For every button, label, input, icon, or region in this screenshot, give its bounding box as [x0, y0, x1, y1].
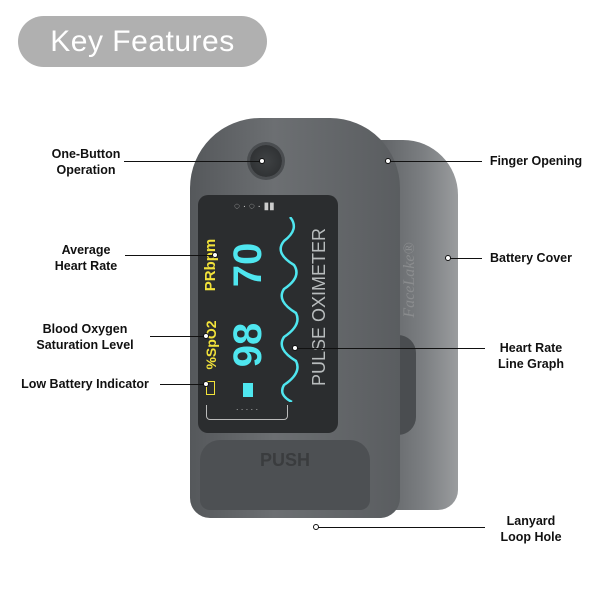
heart-rate-waveform: [279, 217, 299, 402]
leader-line: [125, 255, 215, 256]
low-battery-icon: [206, 381, 215, 395]
leader-dot: [203, 381, 209, 387]
leader-dot: [259, 158, 265, 164]
oled-screen: ◌ · ◌ · ▮▮ PRbpm %SpO2 70 98 PULSE OXIME…: [198, 195, 338, 433]
pulse-bar: [243, 383, 253, 397]
leader-dot: [203, 333, 209, 339]
signal-bar: · · · · ·: [206, 405, 288, 420]
leader-line: [388, 161, 482, 162]
leader-line: [317, 527, 485, 528]
brand-logo: FaceLake®: [401, 242, 418, 318]
device-name: PULSE OXIMETER: [309, 227, 329, 387]
leader-line: [160, 384, 206, 385]
status-icons: ◌ · ◌ · ▮▮: [234, 201, 275, 212]
pr-label: PRbpm: [202, 238, 219, 292]
label-blood-oxygen: Blood Oxygen Saturation Level: [36, 322, 134, 352]
label-finger-opening: Finger Opening: [489, 154, 583, 168]
leader-line: [150, 336, 206, 337]
push-label: PUSH: [200, 440, 370, 510]
key-features-title: Key Features: [18, 16, 267, 67]
leader-dot: [212, 252, 218, 258]
spo2-value: 98: [226, 322, 270, 368]
leader-dot: [313, 524, 319, 530]
leader-line: [448, 258, 482, 259]
leader-line: [295, 348, 485, 349]
label-battery-cover: Battery Cover: [490, 251, 572, 265]
label-heart-rate-graph: Heart Rate Line Graph: [498, 341, 564, 371]
label-lanyard-loop-hole: Lanyard Loop Hole: [500, 514, 562, 544]
label-one-button: One-Button Operation: [51, 147, 121, 177]
pr-value: 70: [226, 242, 270, 288]
label-low-battery: Low Battery Indicator: [21, 377, 149, 391]
leader-dot: [292, 345, 298, 351]
leader-dot: [385, 158, 391, 164]
label-average-heart-rate: Average Heart Rate: [54, 243, 118, 273]
leader-dot: [445, 255, 451, 261]
leader-line: [124, 161, 262, 162]
spo2-label: %SpO2: [203, 320, 219, 370]
